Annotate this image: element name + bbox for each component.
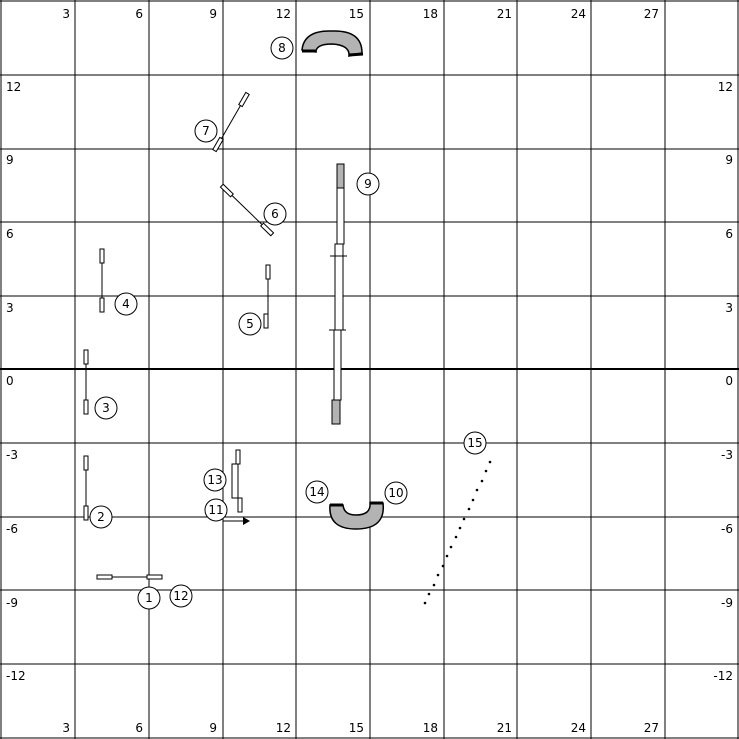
- bottom-tick-label: 21: [497, 721, 512, 735]
- bottom-tick-label: 6: [135, 721, 143, 735]
- left-tick-label: -6: [6, 522, 18, 536]
- obstacle-7-jump: [212, 91, 250, 153]
- left-tick-label: -3: [6, 448, 18, 462]
- number-marker-3: 3: [94, 396, 118, 420]
- right-tick-label: -12: [713, 669, 733, 683]
- left-tick-label: 3: [6, 301, 14, 315]
- number-marker-1: 1: [137, 586, 161, 610]
- right-tick-label: 12: [718, 80, 733, 94]
- right-tick-label: -6: [721, 522, 733, 536]
- obstacle-4-jump: [99, 248, 105, 313]
- number-marker-2: 2: [89, 505, 113, 529]
- number-marker-12: 12: [169, 584, 193, 608]
- bottom-tick-label: 27: [644, 721, 659, 735]
- number-marker-13-label: 13: [207, 473, 222, 487]
- top-tick-label: 9: [209, 7, 217, 21]
- number-marker-5: 5: [238, 312, 262, 336]
- number-marker-6-label: 6: [271, 207, 279, 221]
- bottom-tick-label: 18: [423, 721, 438, 735]
- bottom-tick-label: 12: [276, 721, 291, 735]
- right-tick-label: 9: [725, 153, 733, 167]
- number-marker-12-label: 12: [173, 589, 188, 603]
- number-marker-10-label: 10: [388, 486, 403, 500]
- top-tick-label: 27: [644, 7, 659, 21]
- right-tick-label: 0: [725, 374, 733, 388]
- number-marker-3-label: 3: [102, 401, 110, 415]
- number-marker-13: 13: [203, 468, 227, 492]
- top-axis-labels: 3 6 9 12 15 18 21 24 27: [62, 7, 659, 21]
- number-marker-15-label: 15: [467, 436, 482, 450]
- number-marker-2-label: 2: [97, 510, 105, 524]
- top-tick-label: 18: [423, 7, 438, 21]
- top-tick-label: 24: [571, 7, 586, 21]
- top-tick-label: 12: [276, 7, 291, 21]
- obstacle-2-jump: [83, 455, 89, 521]
- number-marker-7-label: 7: [202, 124, 210, 138]
- left-tick-label: -12: [6, 669, 26, 683]
- obstacle-5-jump: [263, 264, 271, 329]
- obstacle-9-dogwalk: [329, 163, 347, 425]
- number-marker-5-label: 5: [246, 317, 254, 331]
- number-marker-6: 6: [263, 202, 287, 226]
- obstacle-15-dotted-line: [423, 460, 492, 605]
- top-tick-label: 6: [135, 7, 143, 21]
- right-tick-label: 3: [725, 301, 733, 315]
- number-marker-9-label: 9: [364, 177, 372, 191]
- obstacle-6-jump: [219, 183, 275, 237]
- number-marker-1-label: 1: [145, 591, 153, 605]
- number-marker-7: 7: [194, 119, 218, 143]
- number-marker-15: 15: [463, 431, 487, 455]
- bottom-axis-labels: 3 6 9 12 15 18 21 24 27: [62, 721, 659, 735]
- bottom-tick-label: 3: [62, 721, 70, 735]
- number-marker-11: 11: [204, 498, 228, 522]
- bottom-tick-label: 24: [571, 721, 586, 735]
- number-marker-4-label: 4: [122, 297, 130, 311]
- obstacle-11-arrow: [223, 517, 250, 525]
- number-marker-8-label: 8: [278, 41, 286, 55]
- top-tick-label: 15: [349, 7, 364, 21]
- right-tick-label: 6: [725, 227, 733, 241]
- top-tick-label: 21: [497, 7, 512, 21]
- obstacle-13-jump: [231, 449, 243, 513]
- obstacle-3-jump: [83, 349, 89, 415]
- number-marker-8: 8: [270, 36, 294, 60]
- left-tick-label: 6: [6, 227, 14, 241]
- right-tick-label: -3: [721, 448, 733, 462]
- number-marker-11-label: 11: [208, 503, 223, 517]
- obstacle-10-14-tunnel: [329, 501, 384, 530]
- obstacle-1-jump: [96, 574, 163, 580]
- bottom-tick-label: 9: [209, 721, 217, 735]
- number-marker-9: 9: [356, 172, 380, 196]
- left-tick-label: -9: [6, 596, 18, 610]
- bottom-tick-label: 15: [349, 721, 364, 735]
- number-marker-10: 10: [384, 481, 408, 505]
- left-axis-labels: 12 9 6 3 0 -3 -6 -9 -12: [6, 80, 26, 683]
- obstacle-8-tunnel: [301, 30, 364, 57]
- right-axis-labels: 12 9 6 3 0 -3 -6 -9 -12: [713, 80, 733, 683]
- number-marker-14: 14: [305, 480, 329, 504]
- left-tick-label: 9: [6, 153, 14, 167]
- left-tick-label: 12: [6, 80, 21, 94]
- right-tick-label: -9: [721, 596, 733, 610]
- left-tick-label: 0: [6, 374, 14, 388]
- number-marker-4: 4: [114, 292, 138, 316]
- top-tick-label: 3: [62, 7, 70, 21]
- number-marker-14-label: 14: [309, 485, 324, 499]
